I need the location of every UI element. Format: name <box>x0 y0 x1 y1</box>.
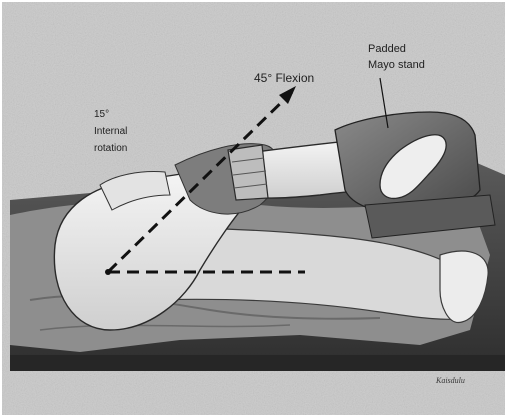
mayo-label-line1: Padded <box>368 43 406 55</box>
hip-center-point <box>105 269 111 275</box>
rotation-label-line2: Internal <box>94 126 127 137</box>
rotation-label-line3: rotation <box>94 143 127 154</box>
mayo-label-line2: Mayo stand <box>368 59 425 71</box>
rotation-label-line1: 15° <box>94 109 109 120</box>
flexion-label: 45° Flexion <box>254 71 314 85</box>
artist-signature: Kaisdulu <box>435 376 465 385</box>
